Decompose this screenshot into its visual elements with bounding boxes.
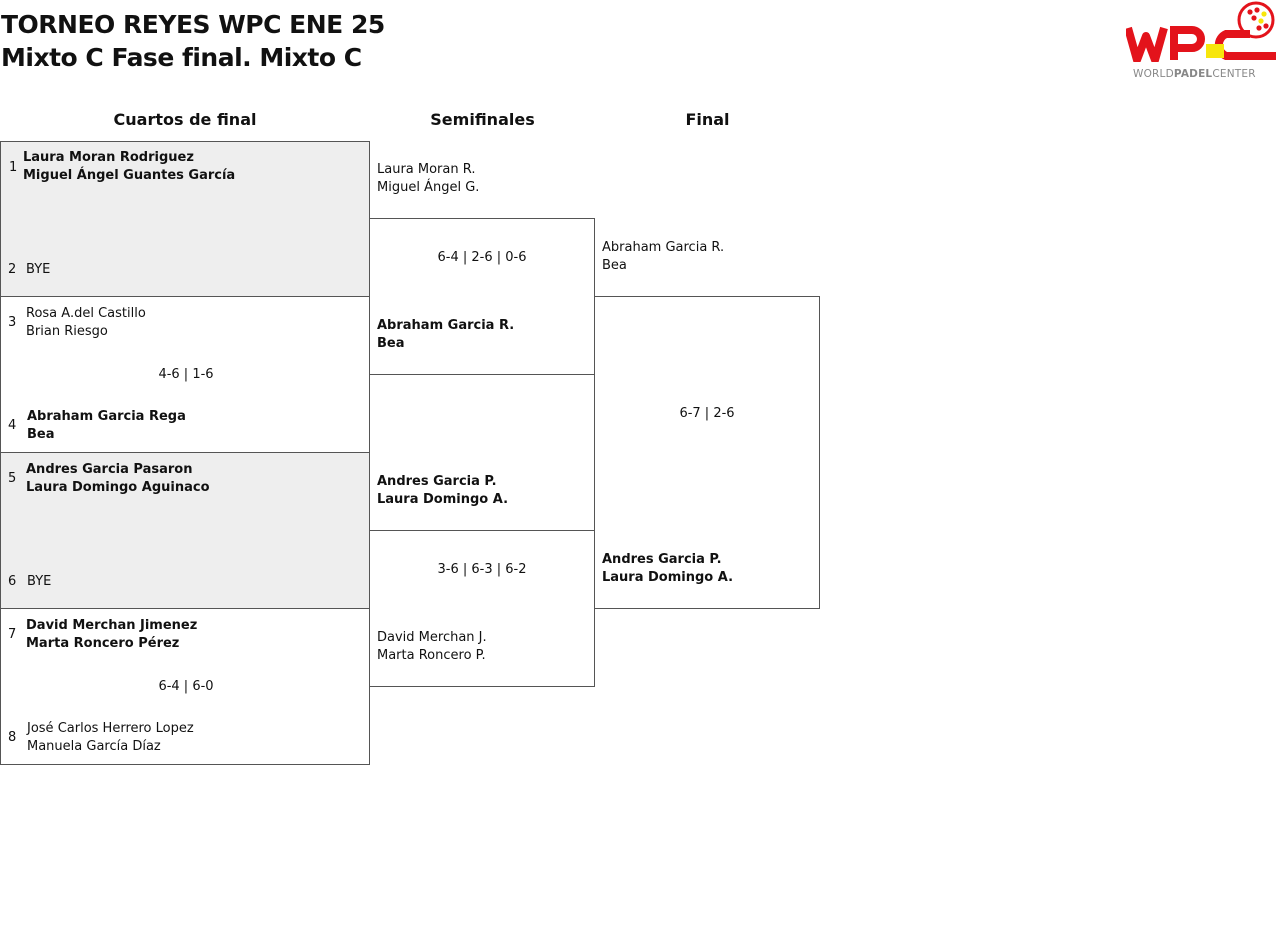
logo-wordmark: WORLDPADELCENTER <box>1133 68 1256 80</box>
player-name: Brian Riesgo <box>26 324 108 339</box>
tournament-title: TORNEO REYES WPC ENE 25 <box>1 10 385 39</box>
player-name: Abraham Garcia Rega <box>27 409 186 424</box>
wpc-logo: WORLDPADELCENTER <box>1124 0 1280 84</box>
qf1-bottom-pair: BYE <box>26 261 50 279</box>
player-name: Laura Moran Rodriguez <box>23 150 194 165</box>
seed-number: 7 <box>8 627 17 642</box>
round-header-final: Final <box>685 110 730 129</box>
seed-number: 1 <box>9 160 18 175</box>
qf1-top-pair: Laura Moran Rodriguez Miguel Ángel Guant… <box>23 149 235 185</box>
player-name: Andres Garcia P. <box>377 474 497 489</box>
player-name: Abraham Garcia R. <box>602 240 725 255</box>
round-header-quarters: Cuartos de final <box>113 110 257 129</box>
player-name: David Merchan J. <box>377 630 487 645</box>
seed-number: 4 <box>8 418 17 433</box>
player-name: Rosa A.del Castillo <box>26 306 146 321</box>
qf-match-4: 7 David Merchan Jimenez Marta Roncero Pé… <box>0 608 370 765</box>
player-name: Andres Garcia Pasaron <box>26 462 193 477</box>
seed-number: 5 <box>8 471 17 486</box>
player-name: Andres Garcia P. <box>602 552 722 567</box>
qf-match-2: 3 Rosa A.del Castillo Brian Riesgo 4-6 |… <box>0 296 370 453</box>
seed-number: 6 <box>8 574 17 589</box>
player-name: José Carlos Herrero Lopez <box>27 721 194 736</box>
player-name: Miguel Ángel G. <box>377 180 480 195</box>
qf-match-3: 5 Andres Garcia Pasaron Laura Domingo Ag… <box>0 452 370 609</box>
player-name: Laura Domingo Aguinaco <box>26 480 210 495</box>
sf1-top-pair: Laura Moran R. Miguel Ángel G. <box>377 161 479 197</box>
match-score: 6-4 | 6-0 <box>158 679 214 694</box>
player-name: Miguel Ángel Guantes García <box>23 168 236 183</box>
qf2-top-pair: Rosa A.del Castillo Brian Riesgo <box>26 305 146 341</box>
sf-match-2: 3-6 | 6-3 | 6-2 David Merchan J. Marta R… <box>369 530 595 687</box>
match-score: 6-4 | 2-6 | 0-6 <box>437 250 527 265</box>
player-name: Manuela García Díaz <box>27 739 161 754</box>
qf4-bottom-pair: José Carlos Herrero Lopez Manuela García… <box>27 720 194 756</box>
player-name: Laura Domingo A. <box>377 492 509 507</box>
player-name: Bea <box>602 258 627 273</box>
draw-subtitle: Mixto C Fase final. Mixto C <box>1 43 362 72</box>
player-name: Bea <box>27 427 55 442</box>
sf-match-1: 6-4 | 2-6 | 0-6 Abraham Garcia R. Bea <box>369 218 595 375</box>
player-name: Laura Moran R. <box>377 162 476 177</box>
player-name: Marta Roncero P. <box>377 648 486 663</box>
final-bottom-pair: Andres Garcia P. Laura Domingo A. <box>602 551 733 587</box>
qf3-top-pair: Andres Garcia Pasaron Laura Domingo Agui… <box>26 461 210 497</box>
player-name: David Merchan Jimenez <box>26 618 198 633</box>
sf1-bottom-pair: Abraham Garcia R. Bea <box>377 317 514 353</box>
player-name: BYE <box>27 574 52 589</box>
seed-number: 2 <box>8 262 17 277</box>
player-name: Bea <box>377 336 405 351</box>
final-top-pair: Abraham Garcia R. Bea <box>602 239 724 275</box>
player-name: BYE <box>26 262 51 277</box>
player-name: Abraham Garcia R. <box>377 318 515 333</box>
qf3-bottom-pair: BYE <box>27 573 51 591</box>
qf-match-1: 1 Laura Moran Rodriguez Miguel Ángel Gua… <box>0 141 370 297</box>
qf2-bottom-pair: Abraham Garcia Rega Bea <box>27 408 186 444</box>
player-name: Marta Roncero Pérez <box>26 636 180 651</box>
qf4-top-pair: David Merchan Jimenez Marta Roncero Pére… <box>26 617 197 653</box>
wpc-logo-icon <box>1124 1 1276 64</box>
player-name: Laura Domingo A. <box>602 570 734 585</box>
seed-number: 8 <box>8 730 17 745</box>
round-header-semis: Semifinales <box>430 110 535 129</box>
match-score: 6-7 | 2-6 <box>679 406 735 421</box>
final-match: 6-7 | 2-6 Andres Garcia P. Laura Domingo… <box>594 296 820 609</box>
match-score: 3-6 | 6-3 | 6-2 <box>437 562 527 577</box>
sf2-bottom-pair: David Merchan J. Marta Roncero P. <box>377 629 487 665</box>
sf2-top-pair: Andres Garcia P. Laura Domingo A. <box>377 473 508 509</box>
match-score: 4-6 | 1-6 <box>158 367 214 382</box>
seed-number: 3 <box>8 315 17 330</box>
